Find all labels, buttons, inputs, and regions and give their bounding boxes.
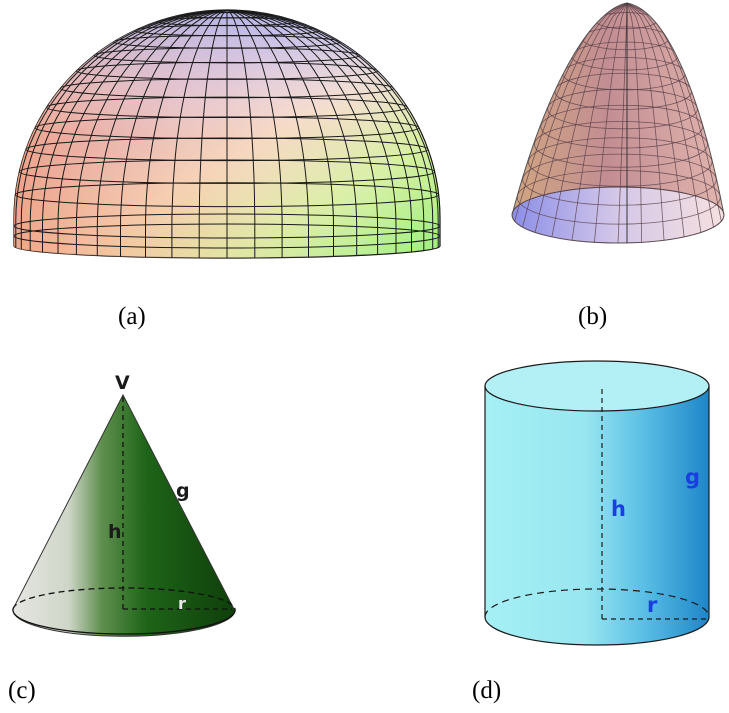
caption-c: (c) xyxy=(8,677,36,704)
cylinder-body xyxy=(484,385,710,646)
cone-base-front xyxy=(12,608,236,635)
hemisphere-grid xyxy=(14,10,440,258)
cylinder-top xyxy=(484,360,710,412)
caption-d: (d) xyxy=(472,677,502,704)
cone-slant-label: g xyxy=(176,480,190,502)
hemisphere-figure xyxy=(13,9,441,259)
caption-a: (a) xyxy=(118,303,146,330)
cylinder-height-label: h xyxy=(611,497,626,521)
cylinder-radius-label: r xyxy=(647,593,658,617)
cone-vertex-label: V xyxy=(115,372,130,394)
cone-height-label: h xyxy=(108,521,122,543)
cylinder-figure: h g r xyxy=(484,360,710,646)
cylinder-generatrix-label: g xyxy=(685,465,700,489)
cylinder-base-back xyxy=(484,588,710,618)
caption-b: (b) xyxy=(578,303,608,330)
paraboloid-grid xyxy=(512,3,725,244)
cone-surface xyxy=(12,393,236,637)
cone-base-back xyxy=(12,587,236,612)
paraboloid-figure xyxy=(511,2,725,244)
cone-radius-label: r xyxy=(178,594,186,613)
cone-figure: V h g r xyxy=(12,372,236,637)
